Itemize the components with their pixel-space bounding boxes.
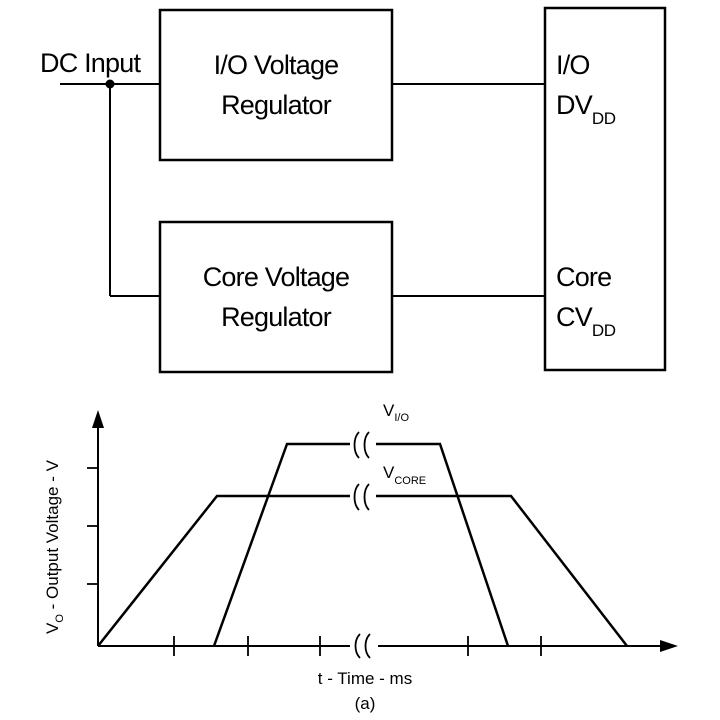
vcore-trace xyxy=(97,494,628,647)
processor-core-label: Core xyxy=(556,262,611,292)
processor-box xyxy=(543,6,667,372)
vcore-break-stroke xyxy=(363,483,370,511)
block-diagram: DC Input I/O Voltage Regulator Core Volt… xyxy=(40,6,667,374)
vcore-trace-break xyxy=(350,483,376,511)
vio-trace xyxy=(212,442,510,647)
x-axis-label: t - Time - ms xyxy=(318,669,412,688)
core-regulator-label-line2: Regulator xyxy=(221,302,332,332)
io-regulator-label-line1: I/O Voltage xyxy=(214,50,339,80)
timing-diagram: VI/O VCORE VO - Output Voltage - V t - T… xyxy=(43,401,678,713)
vcore-break-stroke xyxy=(353,483,360,511)
vio-break-stroke xyxy=(363,431,370,459)
core-voltage-regulator-block: Core Voltage Regulator xyxy=(158,220,394,374)
io-supply-subscript: DD xyxy=(592,109,616,128)
io-supply-main: DV xyxy=(556,90,593,120)
vio-break-stroke xyxy=(353,431,360,459)
io-regulator-label-line2: Regulator xyxy=(221,90,332,120)
dc-input-wiring xyxy=(60,79,160,297)
processor-io-label: I/O xyxy=(556,50,590,80)
y-axis-label-subscript: O xyxy=(54,614,66,623)
vio-label-subscript: I/O xyxy=(394,412,409,424)
y-axis-label-rest: - Output Voltage - V xyxy=(43,459,62,614)
core-regulator-box xyxy=(158,220,394,374)
io-regulator-box xyxy=(158,8,394,162)
x-axis-ticks xyxy=(173,636,542,656)
core-supply-subscript: DD xyxy=(592,321,616,340)
vcore-label-main: V xyxy=(383,463,395,482)
x-axis-arrowhead xyxy=(660,640,678,652)
y-axis-label-main: V xyxy=(43,622,62,634)
processor-io-supply-label: DVDD xyxy=(556,90,616,128)
io-voltage-regulator-block: I/O Voltage Regulator xyxy=(158,8,394,162)
x-axis-break-stroke xyxy=(364,633,371,659)
vio-trace-break xyxy=(350,431,376,459)
y-axis-arrowhead xyxy=(92,410,104,428)
y-axis-ticks xyxy=(87,467,98,585)
x-axis-break-symbol xyxy=(350,632,378,660)
vio-trace-label: VI/O xyxy=(383,401,409,424)
y-axis-label: VO - Output Voltage - V xyxy=(43,459,66,634)
core-regulator-label-line1: Core Voltage xyxy=(203,262,350,292)
x-axis-break-gap xyxy=(350,632,378,660)
figure-caption: (a) xyxy=(355,694,376,713)
x-axis-break-stroke xyxy=(354,633,361,659)
processor-core-supply-label: CVDD xyxy=(556,302,616,340)
vcore-label-subscript: CORE xyxy=(394,475,426,487)
dc-input-label: DC Input xyxy=(40,48,141,78)
core-supply-main: CV xyxy=(556,302,593,332)
processor-block: I/O DVDD Core CVDD xyxy=(543,6,667,372)
vio-label-main: V xyxy=(383,401,395,420)
vcore-trace-label: VCORE xyxy=(383,463,426,487)
